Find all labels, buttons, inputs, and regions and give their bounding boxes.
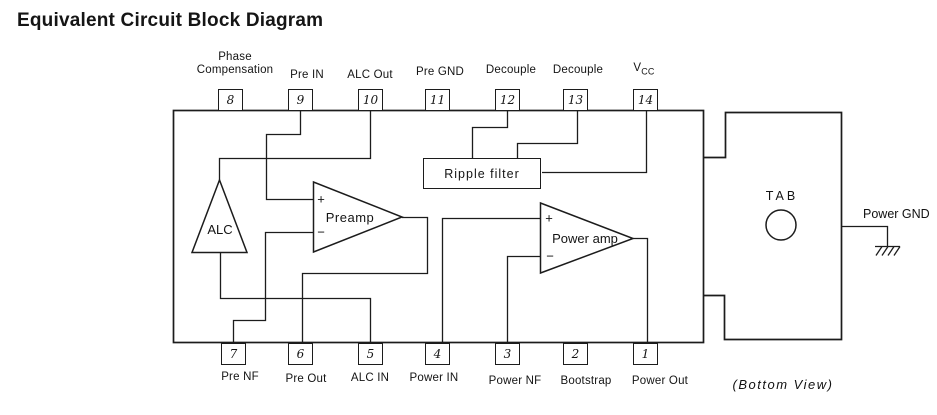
pin-label-alc-out: ALC Out xyxy=(347,69,393,81)
pin-label-power-out: Power Out xyxy=(631,375,689,387)
wire-preamp-minus-pin7 xyxy=(232,231,313,342)
pin-number-4: 4 xyxy=(433,346,442,361)
pin-number-12: 12 xyxy=(499,92,516,107)
vcc-v: V xyxy=(633,62,642,74)
page-title: Equivalent Circuit Block Diagram xyxy=(17,10,324,31)
pin-label-decouple-13: Decouple xyxy=(552,64,604,76)
pin-box-5: 5 xyxy=(358,342,383,365)
pin-label-pre-gnd: Pre GND xyxy=(415,66,465,78)
pin-box-9: 9 xyxy=(288,88,313,111)
pin-number-5: 5 xyxy=(366,346,375,361)
pin-number-6: 6 xyxy=(296,346,305,361)
pin-label-vcc: VCC xyxy=(633,62,654,76)
pin-label-pre-in: Pre IN xyxy=(290,69,324,81)
wire-alc-in-pin5 xyxy=(219,252,372,342)
pin-label-decouple-12: Decouple xyxy=(485,64,537,76)
pin-box-1: 1 xyxy=(633,342,658,365)
tab-outline xyxy=(703,111,843,341)
poweramp-label: Power amp xyxy=(552,231,618,246)
poweramp-minus-sign: − xyxy=(546,248,554,264)
preamp-label: Preamp xyxy=(325,210,375,225)
wire-pin12-ripple xyxy=(471,110,509,158)
ripple-filter-block: Ripple filter xyxy=(423,158,541,189)
wire-pin3-poweramp-minus xyxy=(506,255,540,342)
pin-number-8: 8 xyxy=(226,92,235,107)
pin-number-3: 3 xyxy=(503,346,512,361)
tab-hole xyxy=(765,209,797,241)
pin-number-10: 10 xyxy=(362,92,379,107)
bottom-view-label: (Bottom View) xyxy=(732,377,834,392)
pin-box-11: 11 xyxy=(425,88,450,111)
pin-box-4: 4 xyxy=(425,342,450,365)
wire-pin10-alc-out xyxy=(218,110,372,181)
pin-box-2: 2 xyxy=(563,342,588,365)
preamp-triangle xyxy=(312,180,405,254)
wire-poweramp-out-pin1 xyxy=(633,237,649,342)
wire-pin14-ripple xyxy=(542,110,648,174)
preamp-plus-sign: + xyxy=(317,191,325,207)
ripple-filter-label: Ripple filter xyxy=(444,166,520,181)
pin-label-alc-in: ALC IN xyxy=(350,372,390,384)
alc-label: ALC xyxy=(207,222,233,237)
poweramp-plus-sign: + xyxy=(545,210,553,226)
wire-pin13-ripple xyxy=(516,110,579,158)
pin-number-7: 7 xyxy=(229,346,238,361)
alc-triangle xyxy=(190,177,249,254)
pin-label-pre-out: Pre Out xyxy=(285,373,327,385)
pin-box-8: 8 xyxy=(218,88,243,111)
pin-box-13: 13 xyxy=(563,88,588,111)
wire-preamp-out-pin6 xyxy=(301,216,429,342)
pin-box-12: 12 xyxy=(495,88,520,111)
tab-label: TAB xyxy=(765,189,799,203)
pin-number-1: 1 xyxy=(641,346,650,361)
pin-number-14: 14 xyxy=(637,92,654,107)
pin-number-13: 13 xyxy=(567,92,584,107)
pin-label-power-in: Power IN xyxy=(409,372,459,384)
pin-number-11: 11 xyxy=(429,92,446,107)
poweramp-triangle xyxy=(539,201,636,275)
wires xyxy=(218,110,889,342)
ground-icon xyxy=(875,245,901,256)
pin-box-7: 7 xyxy=(221,342,246,365)
preamp-minus-sign: − xyxy=(317,224,325,240)
wire-pin9-preamp-plus xyxy=(265,110,313,201)
pin-box-6: 6 xyxy=(288,342,313,365)
pin-box-10: 10 xyxy=(358,88,383,111)
pin-box-14: 14 xyxy=(633,88,658,111)
pin-number-9: 9 xyxy=(296,92,305,107)
pin-box-3: 3 xyxy=(495,342,520,365)
pin-number-2: 2 xyxy=(571,346,580,361)
pin-label-bootstrap: Bootstrap xyxy=(560,375,612,387)
pin-label-phase-compensation: Phase Compensation xyxy=(196,51,274,76)
wire-tab-power-gnd xyxy=(842,225,889,246)
power-gnd-label: Power GND xyxy=(863,207,930,221)
ic-body-outline xyxy=(172,109,705,344)
pin-label-pre-nf: Pre NF xyxy=(221,371,259,383)
pin-label-power-nf: Power NF xyxy=(488,375,542,387)
vcc-sub: CC xyxy=(641,66,655,77)
wire-pin4-poweramp-plus xyxy=(441,217,540,342)
